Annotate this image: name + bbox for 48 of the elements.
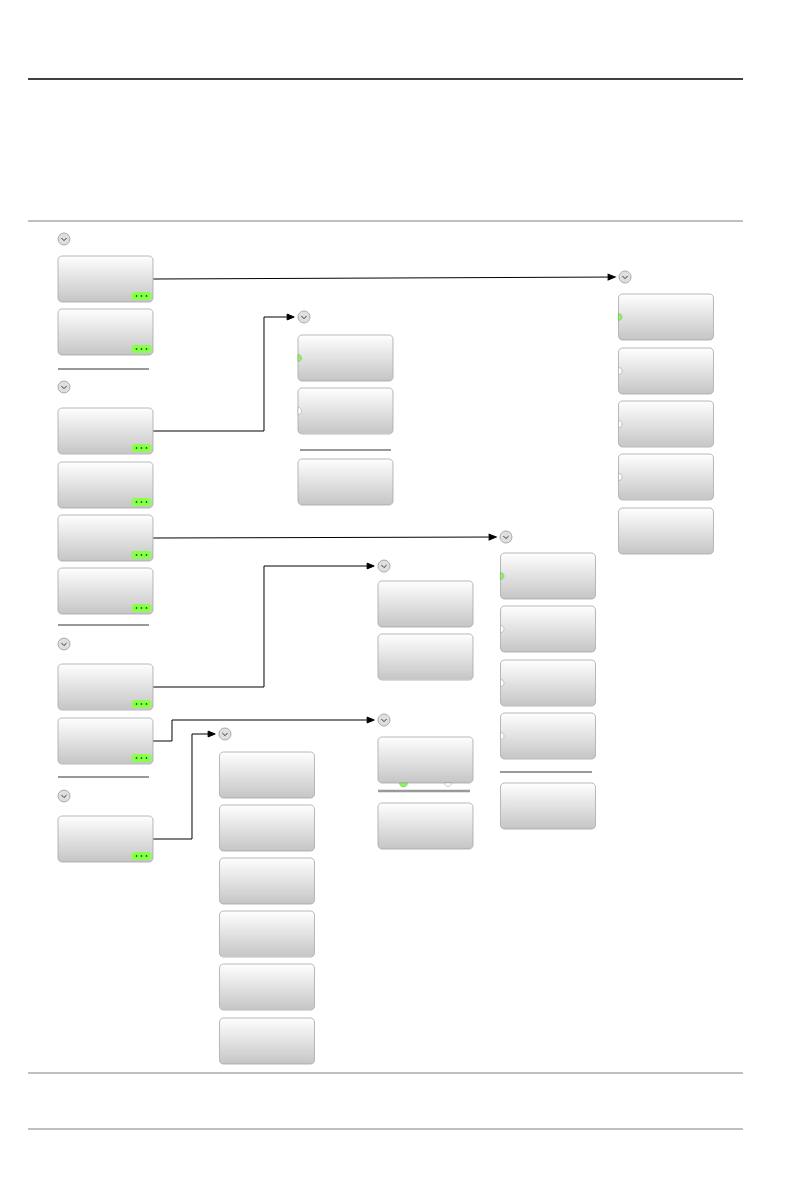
chevron-button <box>499 530 513 544</box>
menu-button <box>57 308 154 356</box>
arrow <box>152 730 216 840</box>
menu-button <box>219 963 315 1011</box>
menu-button <box>57 407 154 455</box>
menu-button <box>500 712 596 760</box>
menu-button <box>500 659 596 707</box>
menu-button <box>57 815 154 863</box>
arrow <box>152 273 616 281</box>
menu-button <box>297 387 394 435</box>
chevron-button <box>297 310 311 324</box>
chevron-button <box>218 727 232 741</box>
menu-button <box>618 507 714 555</box>
menu-button <box>57 663 154 711</box>
chevron-button <box>57 232 71 246</box>
menu-button <box>219 804 315 852</box>
menu-button <box>57 717 154 765</box>
menu-button <box>297 334 394 382</box>
menu-button <box>219 751 315 799</box>
menu-button <box>377 802 474 850</box>
menu-button <box>618 400 714 448</box>
arrow <box>152 313 295 432</box>
menu-button <box>219 910 315 958</box>
chevron-button <box>57 637 71 651</box>
menu-button <box>57 514 154 562</box>
chevron-button <box>377 559 391 573</box>
chevron-button <box>618 270 632 284</box>
menu-button <box>377 580 474 628</box>
menu-button <box>297 458 394 506</box>
arrow <box>152 716 375 742</box>
menu-button <box>57 567 154 615</box>
arrow <box>152 562 375 688</box>
menu-button <box>57 461 154 509</box>
menu-button <box>57 255 154 303</box>
menu-button <box>500 782 596 830</box>
chevron-button <box>57 789 71 803</box>
menu-button <box>618 347 714 395</box>
menu-button <box>219 857 315 905</box>
chevron-button <box>57 380 71 394</box>
menu-button <box>618 453 714 501</box>
menu-button <box>219 1017 315 1065</box>
arrow <box>152 533 497 541</box>
chevron-button <box>377 713 391 727</box>
menu-button <box>500 605 596 653</box>
menu-button <box>618 293 714 341</box>
menu-button <box>377 633 474 681</box>
menu-button <box>377 736 474 788</box>
menu-button <box>500 552 596 600</box>
